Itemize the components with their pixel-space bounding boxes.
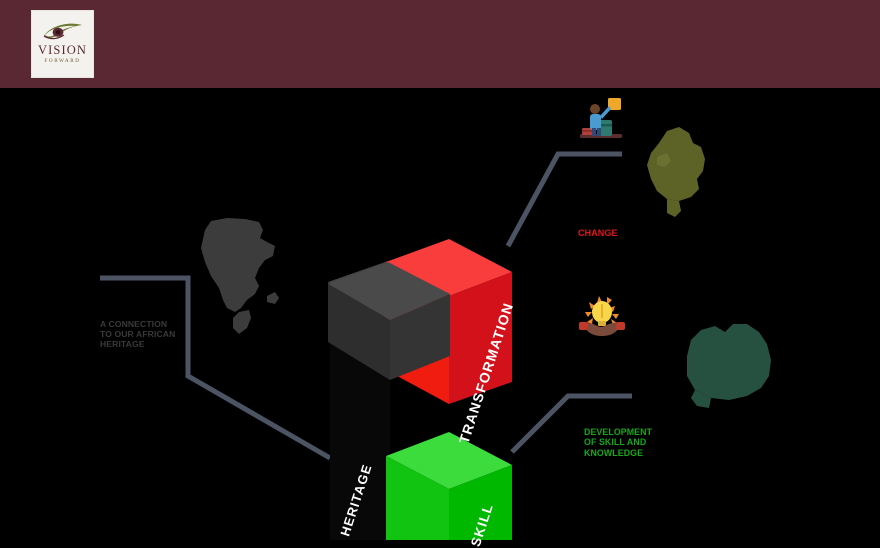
lightbulb-in-hands-icon [579,296,625,336]
eye-icon [43,24,82,40]
traveler-with-luggage-icon [580,98,622,138]
teal-foliage-silhouette [687,324,771,408]
africa-map-silhouette [201,218,279,334]
logo-wordmark: VISION [38,43,87,58]
logo[interactable]: VISION FORWARD [31,10,94,78]
logo-subwordmark: FORWARD [44,58,81,65]
block-skill [386,432,512,540]
page-header: VISION FORWARD [0,0,880,88]
callout-text-heritage: A CONNECTION TO OUR AFRICAN HERITAGE [100,319,176,350]
connector-transformation [505,151,622,248]
diagram-graphics [100,98,771,540]
connector-skill [510,393,632,454]
block-heritage-overlap [328,262,450,380]
callout-text-transformation: CHANGE [578,228,618,238]
callout-text-skill: DEVELOPMENT OF SKILL AND KNOWLEDGE [584,427,653,458]
diagram-canvas: TRANSFORMATION SKILL HERITAGE A CONNECTI… [0,88,880,548]
connector-heritage [100,275,332,461]
olive-foliage-silhouette [647,127,705,217]
